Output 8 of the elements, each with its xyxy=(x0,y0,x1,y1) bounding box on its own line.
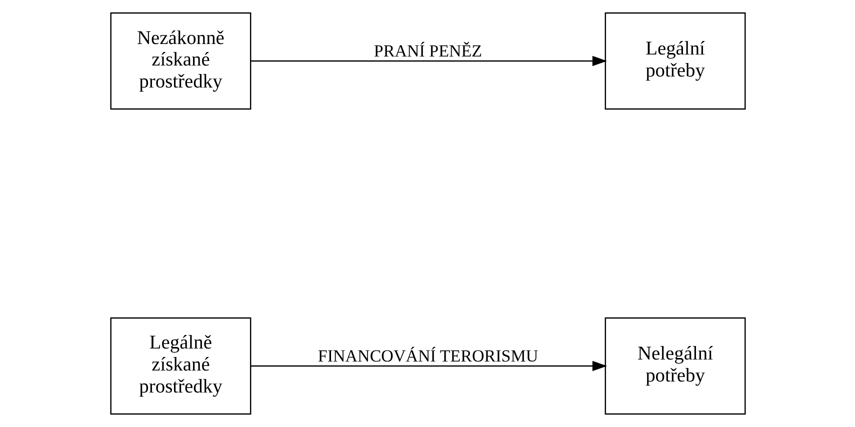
node-box: Nezákonně získané prostředky xyxy=(110,12,251,110)
arrow xyxy=(250,360,607,372)
edge-label: PRANÍ PENĚZ xyxy=(373,41,482,60)
edge-label: FINANCOVÁNÍ TERORISMU xyxy=(317,346,538,366)
node-box: Nelegální potřeby xyxy=(604,317,746,415)
arrow xyxy=(250,56,607,66)
node-box: Legálně získané prostředky xyxy=(110,317,251,415)
node-box: Legální potřeby xyxy=(604,12,746,110)
